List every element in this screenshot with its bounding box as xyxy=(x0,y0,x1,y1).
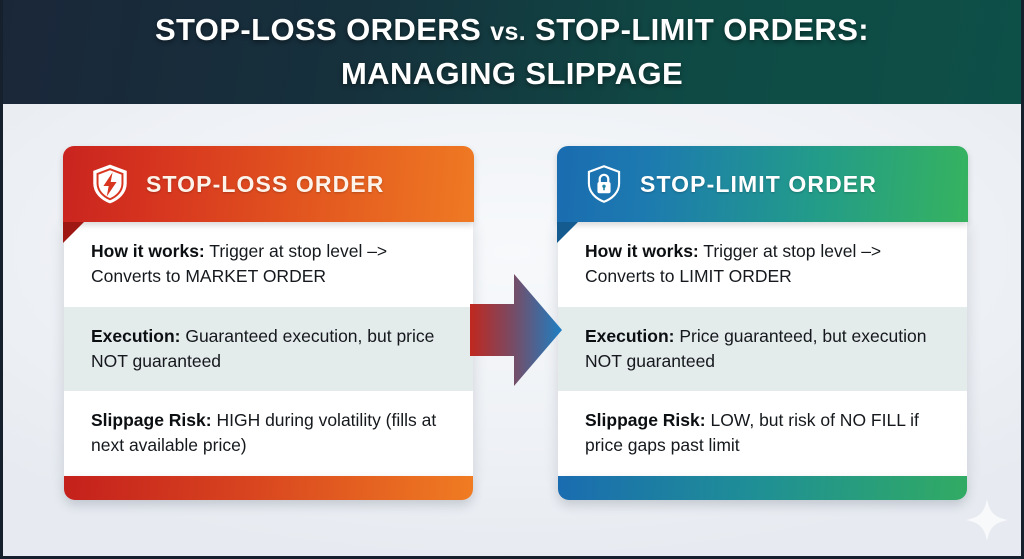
stop-loss-card-title: STOP-LOSS ORDER xyxy=(146,170,385,197)
ribbon-fold-right xyxy=(557,222,578,243)
row-label: Execution: xyxy=(585,325,675,346)
shield-bolt-icon xyxy=(89,163,131,205)
stop-loss-card: STOP-LOSS ORDER How it works: Trigger at… xyxy=(63,146,474,501)
stop-loss-card-footer xyxy=(64,476,473,501)
right-arrow-icon xyxy=(470,274,562,386)
row-label: Slippage Risk: xyxy=(91,410,212,431)
table-row: Execution: Price guaranteed, but executi… xyxy=(558,306,967,392)
row-text: Price guaranteed, but execution NOT guar… xyxy=(585,325,927,371)
stop-limit-card-header: STOP-LIMIT ORDER xyxy=(557,146,968,243)
ribbon-fold-left xyxy=(63,222,84,243)
table-row: Slippage Risk: HIGH during volatility (f… xyxy=(64,391,473,476)
row-text: LOW, but risk of NO FILL if price gaps p… xyxy=(585,410,919,456)
banner-title-part-a: STOP-LOSS ORDERS xyxy=(154,11,491,47)
header-banner: STOP-LOSS ORDERS vs. STOP-LIMIT ORDERS: … xyxy=(0,0,1024,104)
table-row: Execution: Guaranteed execution, but pri… xyxy=(64,306,473,392)
stop-limit-card: STOP-LIMIT ORDER How it works: Trigger a… xyxy=(557,146,968,501)
shield-lock-icon xyxy=(583,163,625,205)
table-row: Slippage Risk: LOW, but risk of NO FILL … xyxy=(558,391,967,476)
stop-limit-card-title: STOP-LIMIT ORDER xyxy=(640,170,877,197)
stop-loss-card-header: STOP-LOSS ORDER xyxy=(63,146,474,243)
row-text: Trigger at stop level –> Converts to MAR… xyxy=(91,241,388,286)
row-text: Trigger at stop level –> Converts to LIM… xyxy=(585,241,882,286)
banner-title-line-2: MANAGING SLIPPAGE xyxy=(340,56,684,91)
table-row: How it works: Trigger at stop level –> C… xyxy=(558,222,967,307)
sparkle-icon xyxy=(964,497,1010,543)
row-text: HIGH during volatility (fills at next av… xyxy=(91,410,437,456)
row-text: Guaranteed execution, but price NOT guar… xyxy=(91,325,435,371)
banner-title-line-1: STOP-LOSS ORDERS vs. STOP-LIMIT ORDERS: xyxy=(155,8,869,52)
row-label: Execution: xyxy=(91,325,181,346)
banner-title-part-b: STOP-LIMIT ORDERS: xyxy=(526,11,870,47)
row-label: Slippage Risk: xyxy=(585,410,706,431)
banner-title-vs: vs. xyxy=(490,17,527,46)
row-label: How it works: xyxy=(585,241,699,261)
stop-limit-card-footer xyxy=(558,476,967,501)
table-row: How it works: Trigger at stop level –> C… xyxy=(64,222,473,307)
stop-limit-card-body: How it works: Trigger at stop level –> C… xyxy=(558,222,967,477)
stop-loss-card-body: How it works: Trigger at stop level –> C… xyxy=(64,222,473,477)
row-label: How it works: xyxy=(91,241,205,261)
